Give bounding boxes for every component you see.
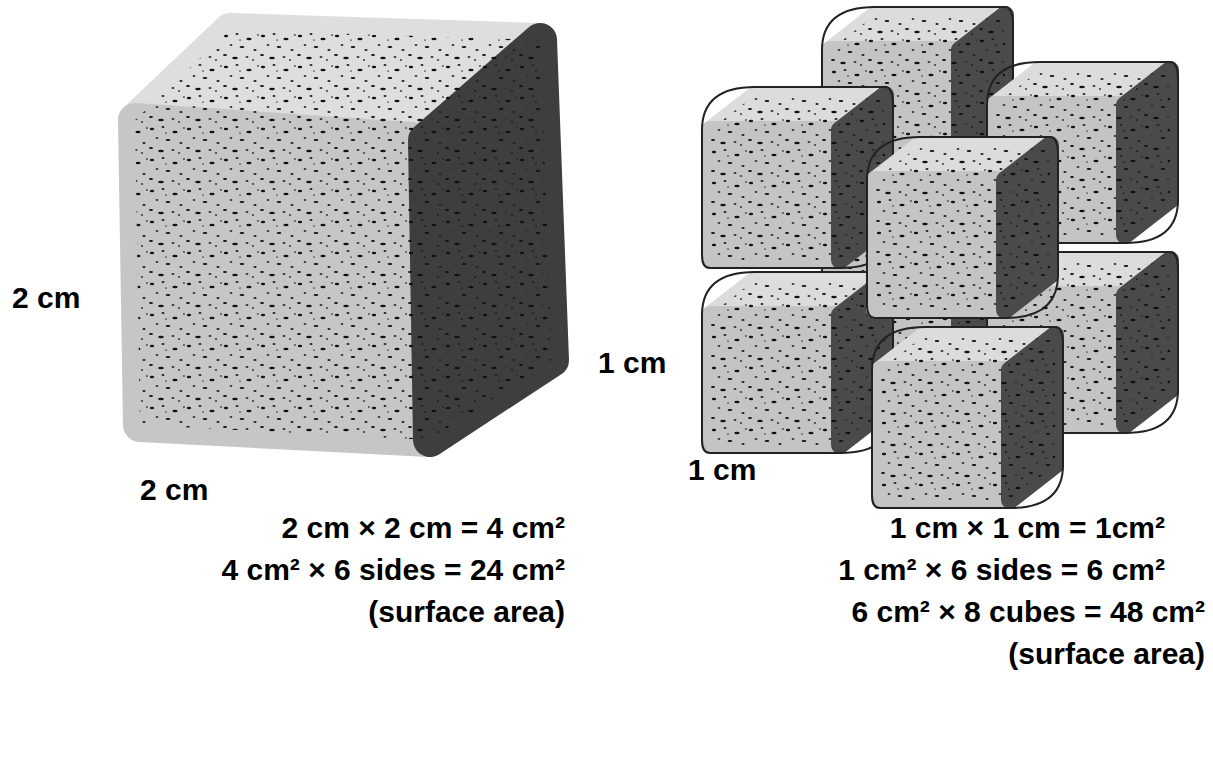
formula-text: 4 cm² × 6 sides = 24 cm² [221, 552, 565, 588]
small-cubes [702, 7, 1178, 508]
dimension-label: 2 cm [140, 472, 208, 508]
note-text: (surface area) [368, 594, 565, 630]
dimension-label: 1 cm [688, 452, 756, 488]
formula-text: 6 cm² × 8 cubes = 48 cm² [851, 594, 1205, 630]
formula-text: 1 cm × 1 cm = 1cm² [890, 510, 1165, 546]
dimension-label: 2 cm [12, 280, 80, 316]
formula-text: 2 cm × 2 cm = 4 cm² [281, 510, 565, 546]
formula-text: 1 cm² × 6 sides = 6 cm² [838, 552, 1165, 588]
note-text: (surface area) [1008, 636, 1205, 672]
dimension-label: 1 cm [598, 345, 666, 381]
large-cube [135, 30, 552, 440]
